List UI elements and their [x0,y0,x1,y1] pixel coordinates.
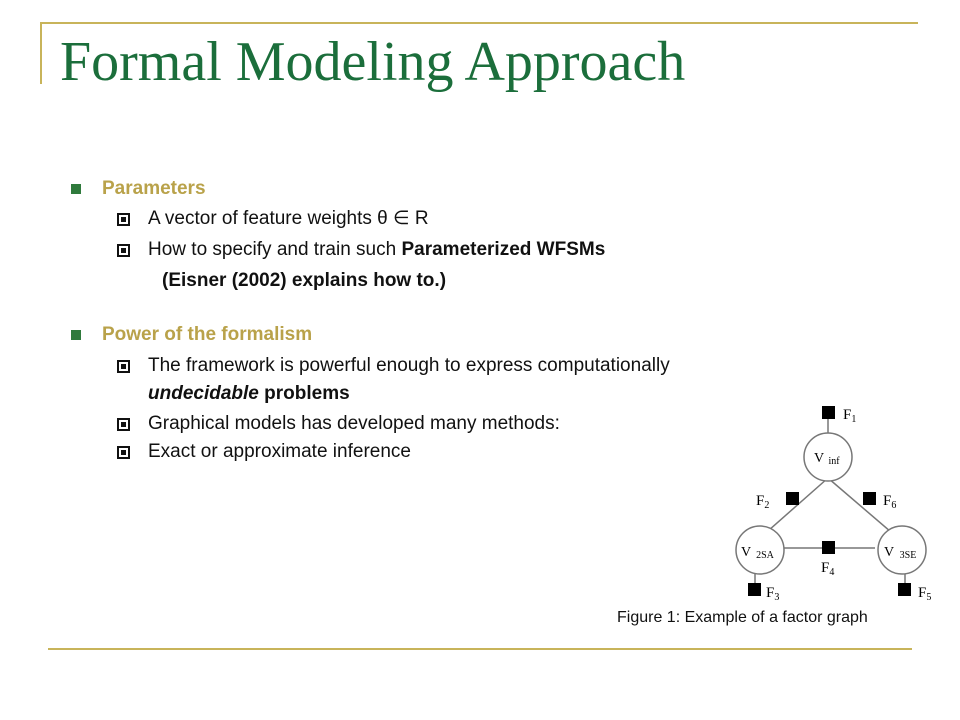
variable-sub: 3SE [900,550,917,561]
eisner-note: (Eisner (2002) explains how to.) [162,270,447,291]
factor-sub: 6 [891,500,896,511]
section-heading-power: Power of the formalism [102,324,313,345]
bullet-inference: Exact or approximate inference [148,441,411,462]
svg-text:F3: F3 [766,585,779,603]
bold-term: problems [258,383,350,404]
factor-name: F [766,585,774,601]
factor-name: F [756,493,764,509]
checkbox-bullet-icon [117,418,130,431]
factor-sub: 3 [774,592,779,603]
bullet-square-icon [71,184,81,194]
checkbox-bullet-icon [117,213,130,226]
factor-node-f2 [786,492,799,505]
svg-text:F6: F6 [883,493,896,511]
variable-name: V [884,545,894,560]
factor-node-f5 [898,583,911,596]
factor-graph: V inf V 2SA V 3SE F1 F2 F3 F4 F5 F6 [735,406,931,603]
figure-caption: Figure 1: Example of a factor graph [617,609,868,626]
bottom-rule [48,648,912,650]
left-rule [40,22,42,84]
top-rule [40,22,918,24]
section-heading-parameters: Parameters [102,178,206,199]
svg-text:F2: F2 [756,493,769,511]
svg-text:V: V [814,451,824,466]
bold-term: Parameterized WFSMs [401,239,606,260]
factor-nodes [748,406,911,596]
svg-text:inf: inf [828,456,840,467]
bullet-text: How to specify and train such [148,239,402,260]
bullet-graphical-models: Graphical models has developed many meth… [148,413,560,434]
factor-name: F [918,585,926,601]
bullet-parameterized-wfsms: How to specify and train such Parameteri… [148,239,605,261]
svg-text:2SA: 2SA [756,550,775,561]
variable-sub: 2SA [756,550,775,561]
svg-text:F1: F1 [843,407,856,425]
bullet-undecidable: undecidable problems [148,383,350,405]
factor-node-f3 [748,583,761,596]
factor-node-f4 [822,541,835,554]
variable-name: V [741,545,751,560]
bullet-feature-weights: A vector of feature weights θ ∈ R [148,208,429,229]
svg-text:V: V [884,545,894,560]
slide-title: Formal Modeling Approach [60,31,686,93]
italic-term: undecidable [148,383,259,404]
variable-node-vinf: V inf [803,432,853,482]
checkbox-bullet-icon [117,244,130,257]
factor-sub: 1 [851,414,856,425]
svg-text:F4: F4 [821,560,834,578]
bullet-framework: The framework is powerful enough to expr… [148,355,670,376]
svg-text:F5: F5 [918,585,931,603]
svg-text:V: V [741,545,751,560]
factor-sub: 5 [926,592,931,603]
checkbox-bullet-icon [117,446,130,459]
checkbox-bullet-icon [117,360,130,373]
svg-text:3SE: 3SE [900,550,917,561]
factor-sub: 2 [764,500,769,511]
variable-nodes: V inf V 2SA V 3SE [735,432,927,575]
factor-sub: 4 [829,567,834,578]
bullet-square-icon [71,330,81,340]
factor-node-f1 [822,406,835,419]
variable-node-v3se: V 3SE [877,525,927,575]
factor-node-f6 [863,492,876,505]
factor-name: F [821,560,829,576]
factor-name: F [843,407,851,423]
variable-sub: inf [828,456,840,467]
variable-name: V [814,451,824,466]
factor-labels: F1 F2 F3 F4 F5 F6 [756,407,931,603]
factor-name: F [883,493,891,509]
variable-node-v2sa: V 2SA [735,525,785,575]
